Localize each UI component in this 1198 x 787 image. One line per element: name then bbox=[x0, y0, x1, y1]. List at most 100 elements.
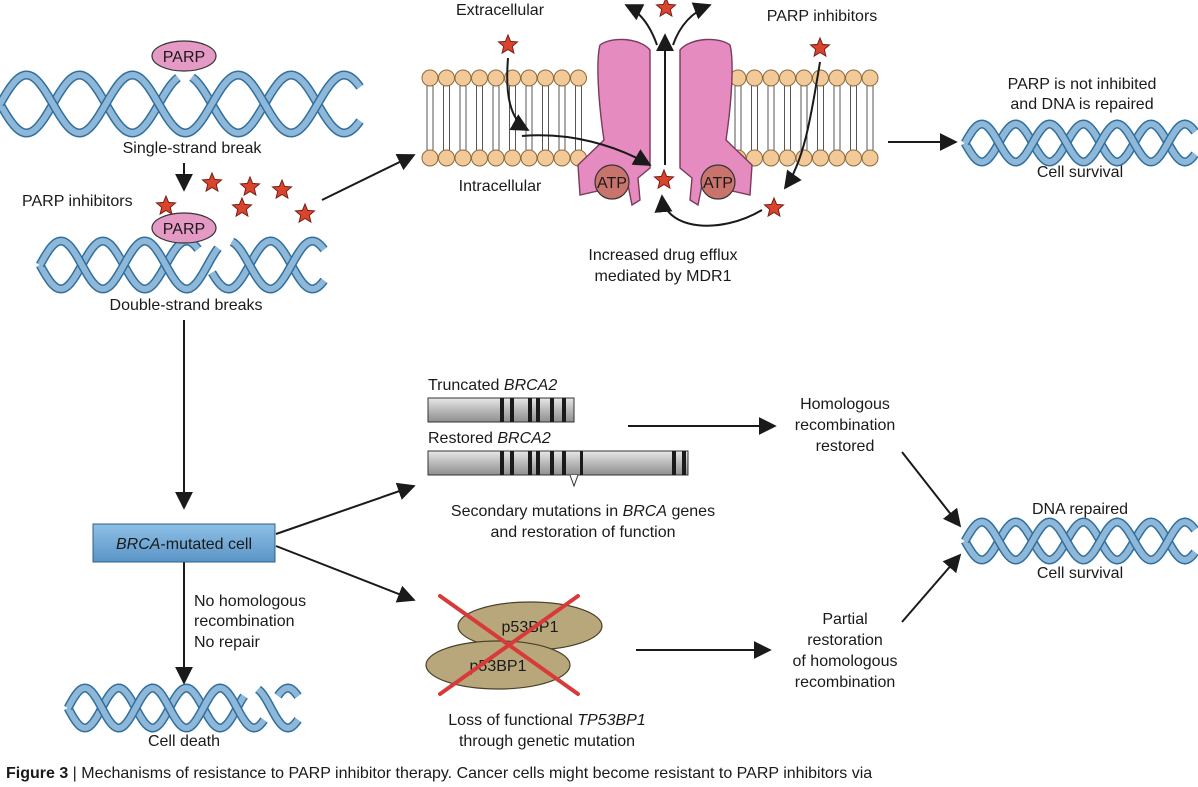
no-hr-label-line1: No homologous bbox=[194, 593, 306, 610]
no-hr-label-line3: No repair bbox=[194, 634, 260, 651]
p53bp1-protein-top: p53BP1 bbox=[457, 601, 603, 651]
lipid-head bbox=[553, 69, 571, 87]
atp-left: ATP bbox=[594, 164, 630, 200]
secondary-mutations-line2: and restoration of function bbox=[490, 524, 675, 541]
lipid-head bbox=[471, 69, 488, 87]
drug-star bbox=[653, 168, 675, 190]
loss-label-line1: Loss of functional TP53BP1 bbox=[448, 712, 645, 729]
caption-separator: | bbox=[68, 765, 82, 782]
extracellular-label: Extracellular bbox=[456, 2, 545, 19]
lipid-head bbox=[520, 69, 538, 87]
parp-label-top: PARP bbox=[163, 49, 205, 66]
drug-star bbox=[155, 194, 177, 216]
arrow-to-membrane bbox=[321, 154, 416, 201]
drug-star bbox=[763, 196, 785, 218]
restored-brca2-bar bbox=[427, 450, 689, 488]
restored-brca2-label: Restored BRCA2 bbox=[428, 430, 551, 447]
lipid-head bbox=[520, 149, 538, 167]
arrow-efflux-left bbox=[624, 4, 658, 46]
cell-death-label: Cell death bbox=[148, 733, 220, 750]
cell-survival-top-label: Cell survival bbox=[1037, 164, 1123, 181]
dna-single-strand-break bbox=[0, 70, 364, 138]
lipid-head bbox=[487, 69, 505, 87]
lipid-head bbox=[421, 69, 439, 87]
brca-mutated-cell-box: BRCA-mutated cell bbox=[92, 523, 276, 563]
dna-strand-fill-1 bbox=[65, 684, 301, 732]
drug-star bbox=[231, 196, 253, 218]
lipid-head bbox=[861, 149, 879, 167]
dna-strand-fill-1 bbox=[0, 71, 363, 137]
drug-star bbox=[271, 178, 293, 200]
dna-strand-fill-1 bbox=[962, 518, 1198, 564]
lipid-head bbox=[861, 69, 879, 87]
lipid-head bbox=[779, 69, 796, 87]
lipid-head bbox=[471, 149, 488, 167]
arrow-efflux-right bbox=[672, 2, 712, 46]
truncated-brca2-label: Truncated BRCA2 bbox=[428, 377, 557, 394]
loss-cross bbox=[438, 594, 580, 696]
arrow-drug-inflow-1 bbox=[506, 57, 530, 131]
lipid-head bbox=[828, 69, 846, 87]
dna-repaired-label: DNA repaired bbox=[1032, 501, 1128, 518]
p53bp1-label-top: p53BP1 bbox=[502, 619, 559, 636]
drug-molecules bbox=[155, 0, 831, 224]
double-strand-breaks-label: Double-strand breaks bbox=[110, 297, 263, 314]
dna-strand-fill-1 bbox=[962, 120, 1198, 166]
figure-caption: Figure 3 | Mechanisms of resistance to P… bbox=[6, 764, 1198, 784]
lipid-head bbox=[553, 149, 571, 167]
drug-star bbox=[655, 0, 677, 18]
loss-label-line2: through genetic mutation bbox=[459, 733, 635, 750]
lipid-head bbox=[504, 149, 521, 167]
lipid-head bbox=[795, 69, 813, 87]
lipid-head bbox=[746, 69, 763, 87]
parp-enzyme-bottom: PARP bbox=[151, 212, 217, 244]
dna-strand-fill-1 bbox=[37, 237, 327, 293]
partial-label-line3: of homologous bbox=[793, 653, 898, 670]
lipid-head bbox=[421, 149, 439, 167]
hr-restored-line3: restored bbox=[816, 438, 875, 455]
drug-star bbox=[294, 202, 316, 224]
caption-text: Mechanisms of resistance to PARP inhibit… bbox=[81, 765, 873, 782]
cell-survival-bottom-label: Cell survival bbox=[1037, 565, 1123, 582]
drug-star bbox=[497, 33, 519, 55]
lipid-head bbox=[762, 149, 780, 167]
lipid-head bbox=[537, 69, 554, 87]
hr-restored-line2: recombination bbox=[795, 417, 896, 434]
lipid-head bbox=[828, 149, 846, 167]
parp-inhibitors-left-label: PARP inhibitors bbox=[22, 193, 133, 210]
dna-repaired-bottom bbox=[961, 517, 1198, 565]
dna-strand-fill-2 bbox=[37, 237, 327, 293]
cell-membrane bbox=[421, 69, 879, 167]
efflux-label-line1: Increased drug efflux bbox=[588, 247, 737, 264]
dna-double-strand-breaks bbox=[36, 236, 328, 294]
partial-label-line2: restoration bbox=[807, 632, 883, 649]
atp-label-right: ATP bbox=[703, 175, 733, 192]
arrow-partial-to-repaired bbox=[901, 553, 962, 623]
arrow-drug-inflow-2 bbox=[521, 134, 652, 166]
dna-strand-fill-2 bbox=[0, 71, 363, 137]
drug-star bbox=[809, 36, 831, 58]
p53bp1-protein-bottom: p53BP1 bbox=[425, 640, 571, 690]
arrow-hr-to-repaired bbox=[901, 451, 962, 528]
dna-strand-fill-2 bbox=[962, 518, 1198, 564]
partial-label-line4: recombination bbox=[795, 674, 896, 691]
dna-strand-fill-2 bbox=[65, 684, 301, 732]
parp-enzyme-top: PARP bbox=[151, 40, 217, 72]
not-inhibited-label-line2: and DNA is repaired bbox=[1010, 96, 1153, 113]
arrow-drug-inflow-3 bbox=[783, 61, 821, 190]
not-inhibited-label-line1: PARP is not inhibited bbox=[1008, 76, 1157, 93]
no-hr-label-line2: recombination bbox=[194, 613, 295, 630]
figure-number: Figure 3 bbox=[6, 765, 69, 782]
lipid-head bbox=[487, 149, 505, 167]
parp-inhibitors-top-label: PARP inhibitors bbox=[767, 8, 878, 25]
arrows bbox=[175, 2, 962, 685]
dna-repaired-top bbox=[961, 119, 1198, 167]
dna-strand-fill-2 bbox=[962, 120, 1198, 166]
lipid-head bbox=[779, 149, 796, 167]
lipid-head bbox=[454, 69, 472, 87]
single-strand-break-label: Single-strand break bbox=[123, 140, 263, 157]
drug-star bbox=[201, 171, 223, 193]
atp-label-left: ATP bbox=[597, 175, 627, 192]
